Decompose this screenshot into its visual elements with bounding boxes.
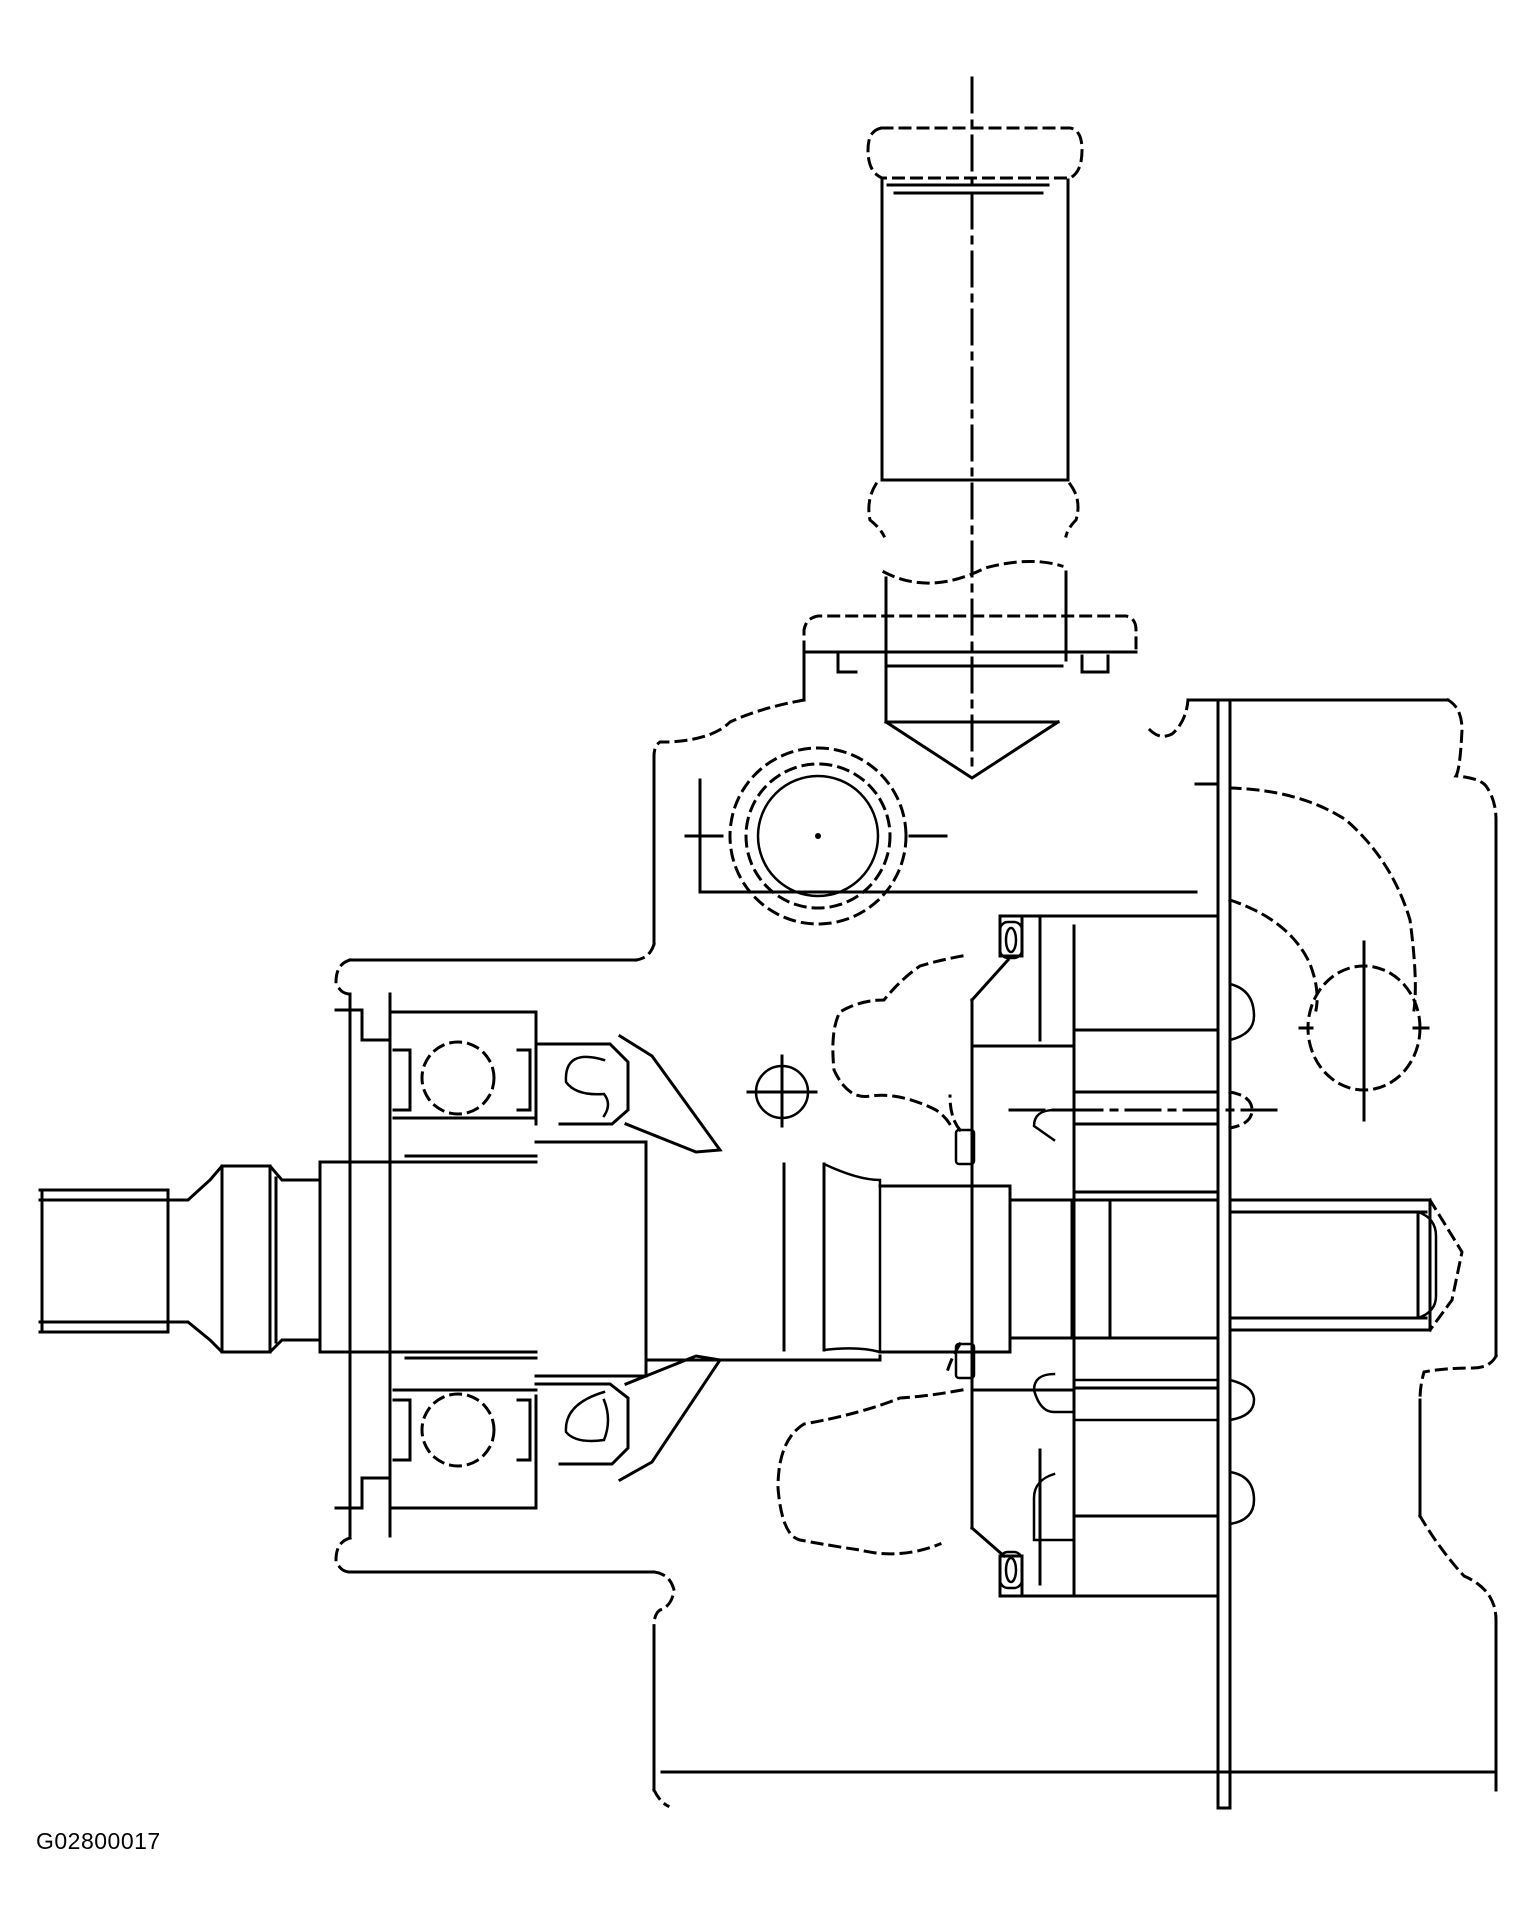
- upper-bearing-circles: [684, 746, 1198, 926]
- central-components: [746, 914, 1256, 1598]
- top-handle: [866, 126, 1084, 780]
- right-housing: [1070, 697, 1499, 1810]
- center-lines: [970, 76, 1284, 1112]
- left-bearing-assembly: [334, 992, 723, 1538]
- main-shaft: [38, 1140, 1464, 1378]
- left-outer-housing: [334, 992, 1498, 1810]
- right-port: [1228, 898, 1430, 1122]
- upper-flange: [334, 614, 1138, 996]
- figure-id-label: G02800017: [36, 1828, 161, 1854]
